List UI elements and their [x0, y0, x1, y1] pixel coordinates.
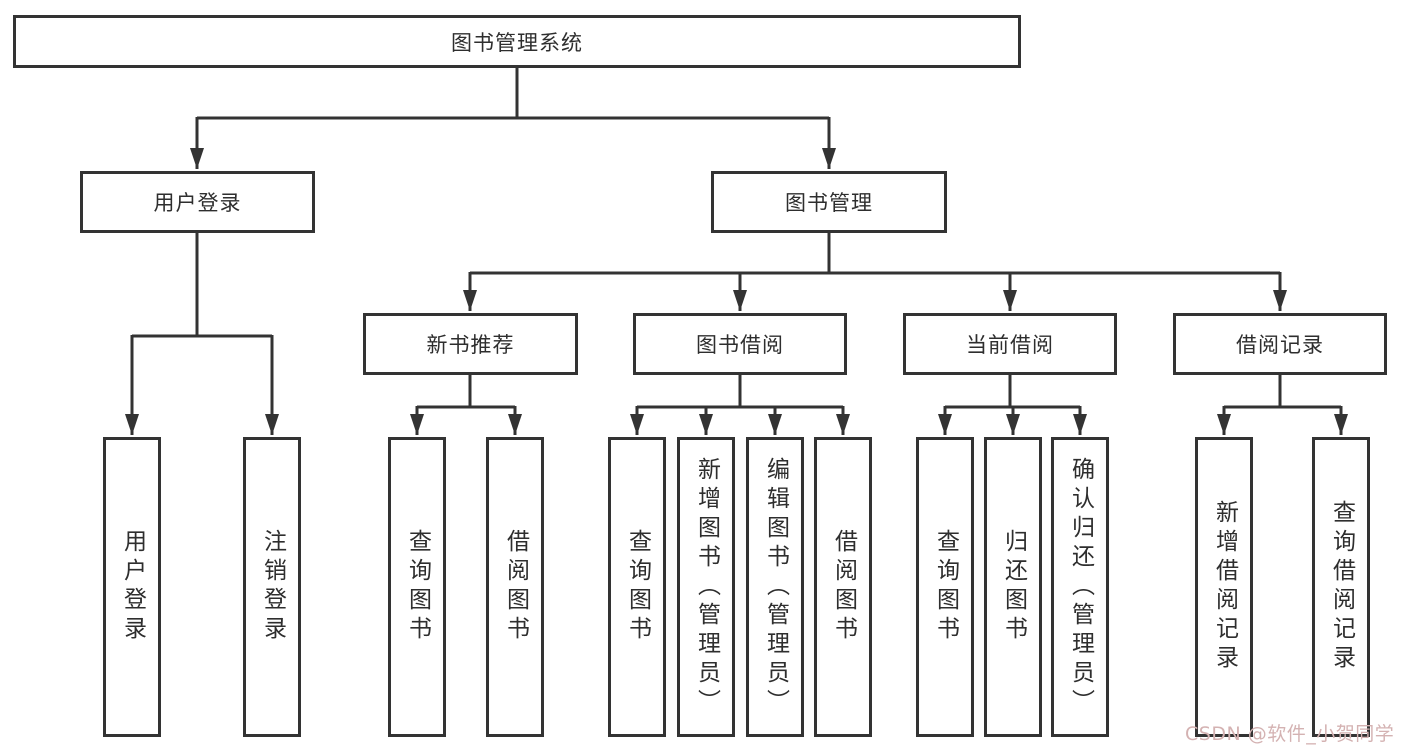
node-new-book-recommend: 新书推荐 — [363, 313, 578, 375]
leaf-query-books-recommend: 查询图书 — [388, 437, 446, 737]
node-user-login: 用户登录 — [80, 171, 315, 233]
leaf-borrow-books-recommend: 借阅图书 — [486, 437, 544, 737]
leaf-query-books-current: 查询图书 — [916, 437, 974, 737]
leaf-add-book-admin: 新增图书（管理员） — [677, 437, 735, 737]
node-root: 图书管理系统 — [13, 15, 1021, 68]
node-borrow-records: 借阅记录 — [1173, 313, 1387, 375]
node-book-management: 图书管理 — [711, 171, 947, 233]
leaf-query-books-borrow: 查询图书 — [608, 437, 666, 737]
leaf-edit-book-admin: 编辑图书（管理员） — [746, 437, 804, 737]
leaf-confirm-return-admin: 确认归还（管理员） — [1051, 437, 1109, 737]
csdn-watermark: CSDN @软件_小贺同学 — [1185, 723, 1395, 745]
leaf-add-borrow-record: 新增借阅记录 — [1195, 437, 1253, 737]
node-book-borrow: 图书借阅 — [633, 313, 847, 375]
leaf-user-login: 用户登录 — [103, 437, 161, 737]
leaf-logout: 注销登录 — [243, 437, 301, 737]
leaf-query-borrow-record: 查询借阅记录 — [1312, 437, 1370, 737]
leaf-return-book: 归还图书 — [984, 437, 1042, 737]
node-current-borrow: 当前借阅 — [903, 313, 1117, 375]
leaf-borrow-books-borrow: 借阅图书 — [814, 437, 872, 737]
